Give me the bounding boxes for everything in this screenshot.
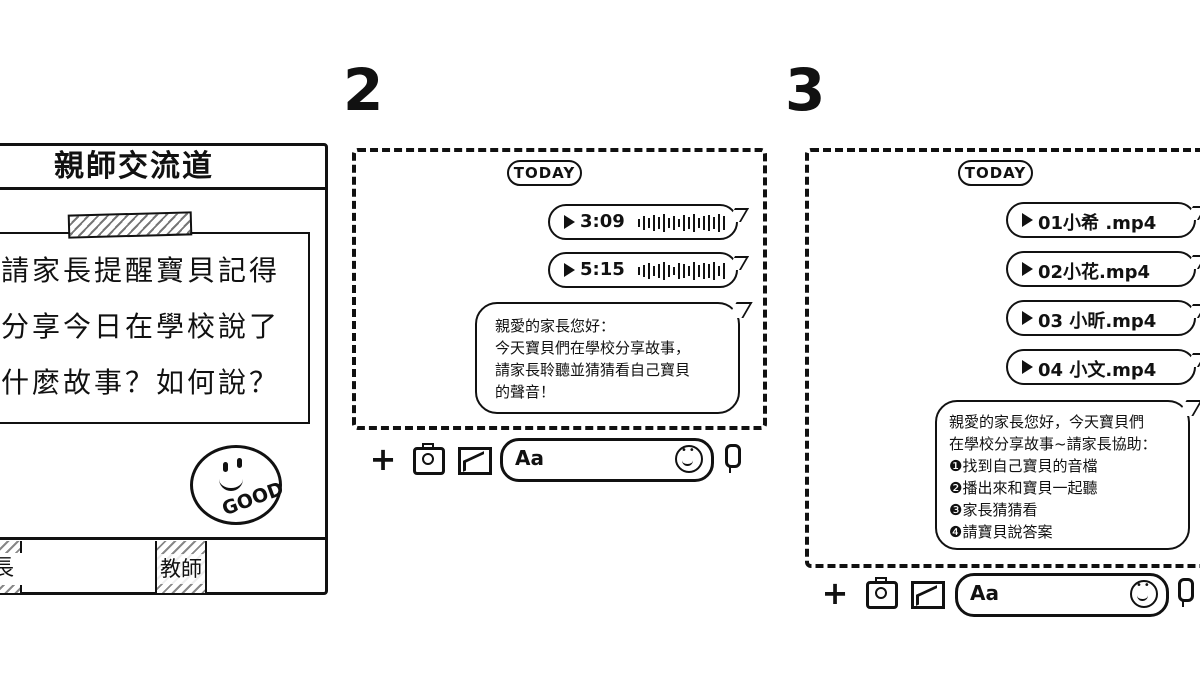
note-line-1: 請家長提醒寶貝記得 [1, 254, 281, 287]
voice-duration: 5:15 [580, 259, 625, 280]
play-icon[interactable] [564, 263, 575, 277]
emoji-icon[interactable] [1130, 580, 1158, 608]
note-line-2: 分享今日在學校說了 [1, 310, 281, 343]
waveform-icon [638, 261, 725, 281]
audio-file-1[interactable]: 01小希 .mp4 [1006, 202, 1196, 238]
tab-parent-label: 長 [0, 553, 22, 585]
message-bubble: 親愛的家長您好： 今天寶貝們在學校分享故事， 請家長聆聽並猜猜看自己寶貝 的聲音… [475, 302, 740, 414]
file-name: 04 小文.mp4 [1038, 360, 1157, 381]
panel-number-3: 3 [785, 56, 826, 124]
emoji-icon[interactable] [675, 445, 703, 473]
pinned-note: 請家長提醒寶貝記得 分享今日在學校說了 什麼故事？如何說？ [0, 232, 310, 424]
file-name: 03 小昕.mp4 [1038, 311, 1157, 332]
camera-icon[interactable] [866, 577, 898, 609]
audio-file-2[interactable]: 02小花.mp4 [1006, 251, 1196, 287]
play-icon[interactable] [564, 215, 575, 229]
message-line: ❶找到自己寶貝的音檔 [949, 457, 1098, 475]
waveform-icon [638, 213, 725, 233]
notice-board [0, 143, 328, 595]
message-line: ❹請寶貝說答案 [949, 523, 1053, 541]
image-icon[interactable] [458, 447, 492, 475]
file-name: 01小希 .mp4 [1038, 213, 1157, 234]
message-input[interactable]: Aa [500, 438, 714, 482]
voice-message-2[interactable]: 5:15 [548, 252, 738, 288]
play-icon[interactable] [1022, 311, 1033, 325]
input-placeholder: Aa [970, 581, 999, 605]
tape-decoration [67, 211, 193, 239]
camera-icon[interactable] [413, 443, 445, 475]
chat-window-3 [805, 148, 1200, 568]
message-line: ❷播出來和寶貝一起聽 [949, 479, 1098, 497]
audio-file-3[interactable]: 03 小昕.mp4 [1006, 300, 1196, 336]
microphone-icon[interactable] [1178, 578, 1194, 607]
message-line: 親愛的家長您好，今天寶貝們 [949, 413, 1145, 431]
message-input[interactable]: Aa [955, 573, 1169, 617]
voice-message-1[interactable]: 3:09 [548, 204, 738, 240]
audio-file-4[interactable]: 04 小文.mp4 [1006, 349, 1196, 385]
message-bubble: 親愛的家長您好，今天寶貝們 在學校分享故事~請家長協助： ❶找到自己寶貝的音檔 … [935, 400, 1190, 550]
microphone-icon[interactable] [725, 444, 741, 473]
message-line: 今天寶貝們在學校分享故事， [495, 339, 691, 357]
message-line: 的聲音！ [495, 383, 556, 401]
play-icon[interactable] [1022, 262, 1033, 276]
image-icon[interactable] [911, 581, 945, 609]
plus-icon[interactable]: + [821, 574, 849, 612]
message-line: 親愛的家長您好： [495, 317, 616, 335]
tab-teacher-label: 教師 [157, 554, 205, 584]
message-line: ❸家長猜猜看 [949, 501, 1038, 519]
panel-number-2: 2 [343, 56, 384, 124]
chat-window-2 [352, 148, 767, 430]
file-name: 02小花.mp4 [1038, 262, 1151, 283]
date-label: TODAY [507, 160, 582, 186]
plus-icon[interactable]: + [369, 440, 397, 478]
good-sticker-icon: GOOD [190, 445, 287, 525]
board-title: 親師交流道 [54, 149, 214, 184]
play-icon[interactable] [1022, 360, 1033, 374]
voice-duration: 3:09 [580, 211, 625, 232]
divider [0, 187, 325, 190]
message-line: 請家長聆聽並猜猜看自己寶貝 [495, 361, 691, 379]
play-icon[interactable] [1022, 213, 1033, 227]
date-label: TODAY [958, 160, 1033, 186]
note-line-3: 什麼故事？如何說？ [1, 366, 281, 399]
tabbar-divider [0, 537, 325, 540]
message-line: 在學校分享故事~請家長協助： [949, 435, 1157, 453]
input-placeholder: Aa [515, 446, 544, 470]
